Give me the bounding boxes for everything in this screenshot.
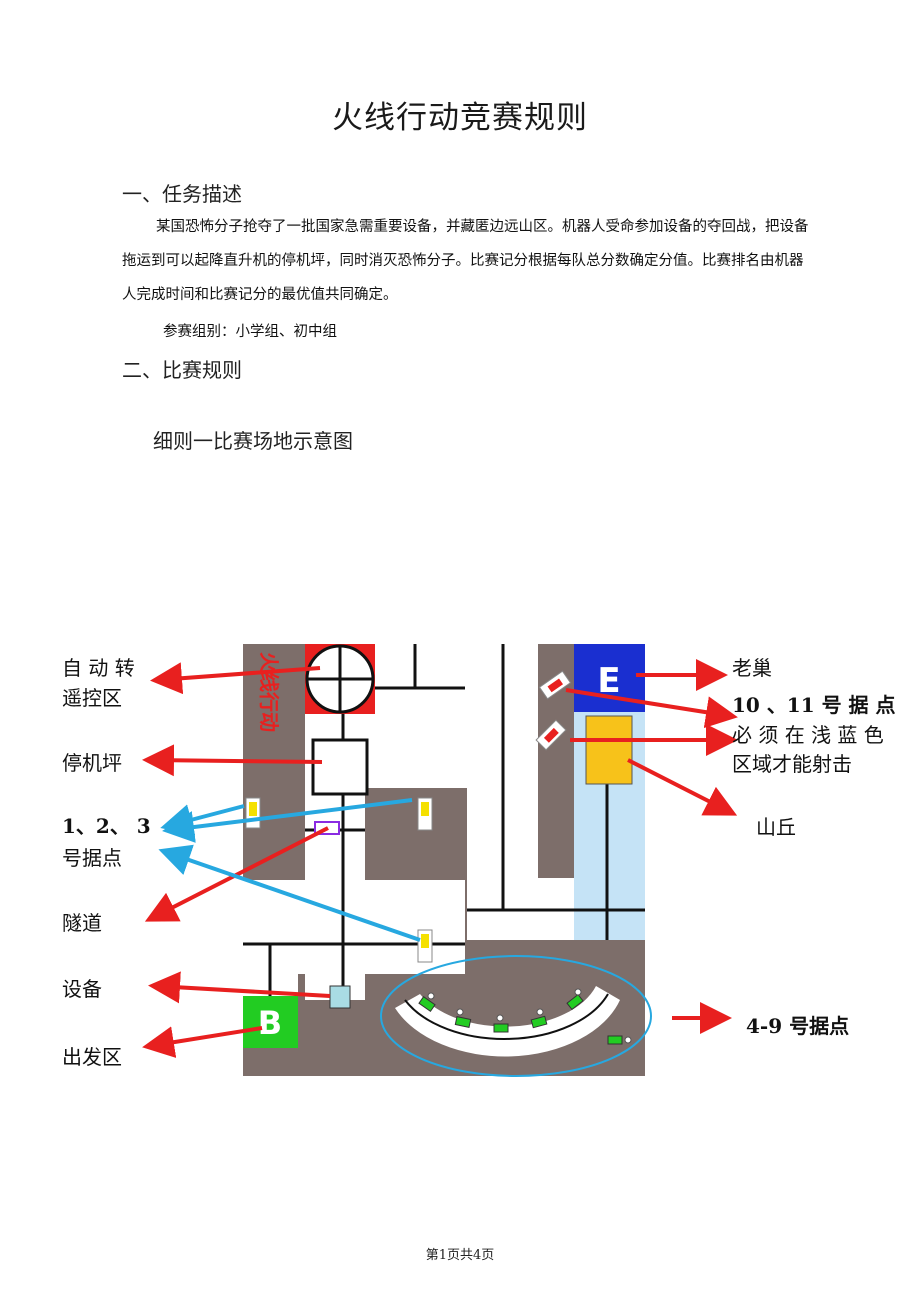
- start-letter: B: [258, 1004, 282, 1042]
- page-title: 火线行动竞赛规则: [332, 100, 588, 136]
- label-auto-remote-line2: 遥控区: [62, 686, 122, 710]
- strongholds-4-9: [418, 993, 623, 1045]
- label-auto-remote-line1: 自 动 转: [62, 656, 135, 680]
- label-equipment: 设备: [62, 977, 102, 1001]
- helipad: [311, 738, 369, 796]
- task-line-1: 某国恐怖分子抢夺了一批国家急需重要设备，并藏匿边远山区。机器人受命参加设备的夺回…: [156, 219, 809, 235]
- label-points-1011-line1: 10 、11 号 据 点: [732, 693, 896, 717]
- start-zone: [243, 996, 298, 1048]
- task-description: 某国恐怖分子抢夺了一批国家急需重要设备，并藏匿边远山区。机器人受命参加设备的夺回…: [122, 210, 862, 312]
- label-helipad: 停机坪: [62, 751, 122, 775]
- rule1-heading: 细则一比赛场地示意图: [153, 429, 353, 453]
- label-tunnel: 隧道: [62, 911, 102, 935]
- page-footer: 第1页共4页: [425, 1248, 495, 1263]
- label-points-123-line1: 1、2、 3: [62, 814, 151, 838]
- nest-letter: E: [597, 661, 620, 701]
- label-points-4-9: 4-9 号据点: [746, 1014, 850, 1038]
- label-hill: 山丘: [756, 815, 796, 839]
- label-start-area: 出发区: [62, 1045, 122, 1069]
- label-nest: 老巢: [732, 656, 772, 680]
- field-logo: 火线行动: [257, 652, 281, 732]
- task-line-3: 人完成时间和比赛记分的最优值共同确定。: [122, 287, 398, 303]
- label-points-1011-line2: 必 须 在 浅 蓝 色: [732, 723, 884, 747]
- task-line-2: 拖运到可以起降直升机的停机坪，同时消灭恐怖分子。比赛记分根据每队总分数确定分值。…: [122, 253, 804, 269]
- strongholds-10-11: [535, 670, 572, 751]
- section-heading-rules: 二、比赛规则: [122, 358, 242, 382]
- red-arrows: [142, 659, 738, 1058]
- hill: [585, 715, 633, 785]
- blue-arrows: [158, 798, 421, 942]
- equipment-box: [329, 985, 351, 1009]
- label-points-123-line2: 号据点: [62, 846, 122, 870]
- curved-track: [395, 986, 620, 1057]
- points-4-9-outline: [380, 955, 652, 1077]
- section-heading-task: 一、任务描述: [122, 182, 242, 206]
- participant-groups: 参赛组别：小学组、初中组: [163, 324, 337, 340]
- label-points-1011-line3: 区域才能射击: [732, 752, 852, 776]
